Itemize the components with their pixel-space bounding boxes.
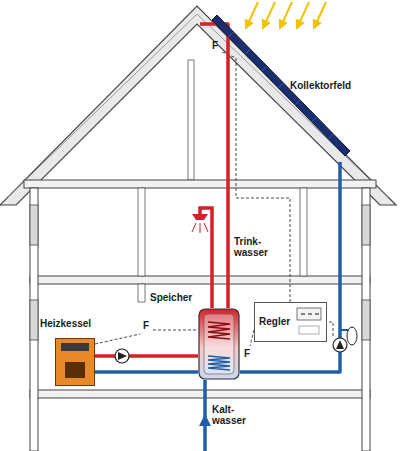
interior-wall xyxy=(138,188,145,276)
solar-pump xyxy=(333,338,347,352)
solar-coil xyxy=(208,356,230,370)
flow-pipe xyxy=(95,354,198,358)
boiler-body xyxy=(56,339,95,386)
roof-line xyxy=(8,14,197,197)
boiler-door xyxy=(65,362,85,378)
controller-box: Regler xyxy=(254,302,327,342)
storage-tank: Speicher xyxy=(198,308,240,380)
window xyxy=(362,205,370,245)
shower-head xyxy=(192,214,208,220)
roof-post xyxy=(188,60,194,180)
sensor-label: F xyxy=(212,40,218,51)
roof xyxy=(0,6,396,205)
water-label: Kalt- wasser xyxy=(212,404,252,426)
controller-display xyxy=(297,308,321,320)
window xyxy=(362,300,370,340)
middle-floor xyxy=(30,276,370,284)
expansion-vessel xyxy=(340,327,357,345)
tank-shape xyxy=(198,308,240,380)
sensor-label: F xyxy=(143,320,149,331)
control-wire xyxy=(95,52,333,346)
outer-wall xyxy=(362,188,370,451)
roof-line xyxy=(197,14,388,197)
part-label: Kollektorfeld xyxy=(290,80,351,91)
flow-pipe xyxy=(200,24,228,308)
boiler-pump xyxy=(115,349,129,363)
display-digit xyxy=(308,313,312,314)
part-label: Heizkessel xyxy=(40,318,91,329)
heating-coil xyxy=(208,322,230,339)
attic-floor xyxy=(24,180,376,188)
window xyxy=(30,205,38,245)
return-pipe xyxy=(95,370,198,374)
boiler-display xyxy=(61,343,89,351)
tank-body xyxy=(199,309,239,379)
controller-housing xyxy=(255,303,327,342)
tank-inner xyxy=(204,314,234,374)
water-label: Trink- wasser xyxy=(234,236,274,258)
cold-water-arrow xyxy=(199,414,211,426)
collector-panel: Kollektorfeld xyxy=(200,12,350,162)
part-label: Speicher xyxy=(150,292,192,303)
shower-spray xyxy=(192,223,208,233)
sun-rays xyxy=(246,2,326,28)
window xyxy=(30,300,38,340)
boiler: Heizkessel xyxy=(55,338,95,386)
controller-label: Regler xyxy=(259,316,290,327)
interior-wall xyxy=(300,188,307,276)
return-pipe xyxy=(240,162,340,372)
outer-wall xyxy=(30,188,38,451)
hot-water-pipe xyxy=(200,208,212,308)
sensor-label: F xyxy=(244,348,250,359)
display-digit xyxy=(315,313,319,314)
interior-wall xyxy=(138,284,145,302)
controller-switch xyxy=(299,326,319,334)
ground-floor xyxy=(30,390,370,398)
display-digit xyxy=(301,313,305,314)
boiler-shape xyxy=(55,338,95,386)
